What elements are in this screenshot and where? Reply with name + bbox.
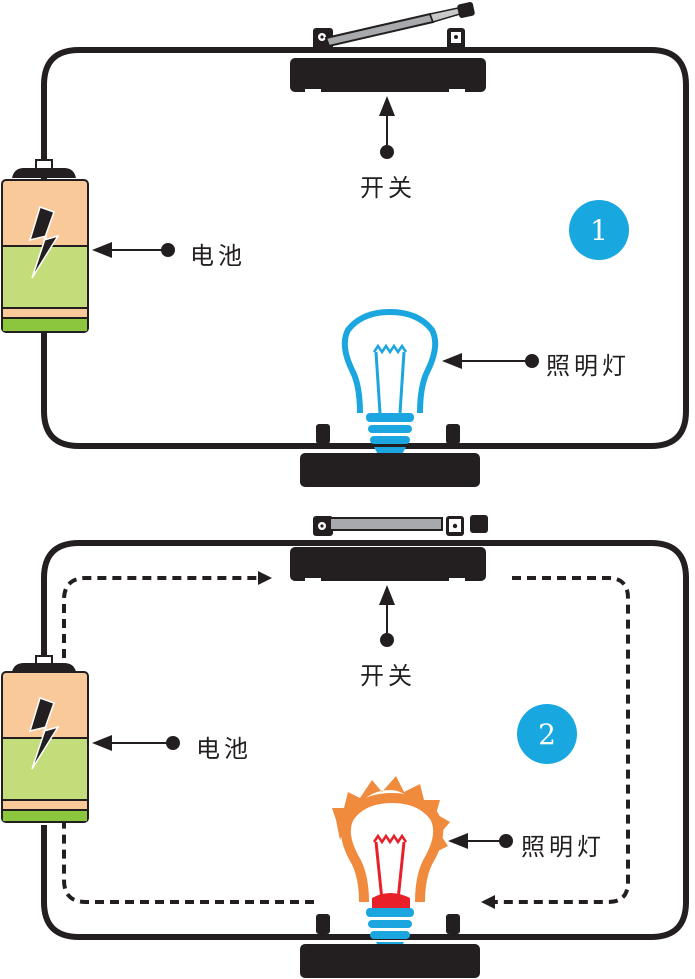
battery-label-2: 电池 <box>196 735 252 763</box>
diagram-badge-2: 2 <box>517 704 577 764</box>
bulb-on <box>332 776 450 954</box>
lamp-label-2: 照明灯 <box>521 833 605 861</box>
wire-loop <box>41 540 689 940</box>
lightning-icon <box>28 697 60 770</box>
battery <box>1 159 89 333</box>
switch-open[interactable] <box>290 1 486 93</box>
lamp-holder <box>300 424 480 487</box>
lamp-holder <box>300 914 480 978</box>
lamp-label-1: 照明灯 <box>546 352 630 380</box>
battery-label-1: 电池 <box>190 242 246 270</box>
lightning-icon <box>28 206 60 279</box>
bulb-off <box>341 308 439 462</box>
battery <box>1 655 89 823</box>
wire-loop <box>41 47 689 449</box>
diagram-2 <box>1 515 689 978</box>
switch-label-1: 开关 <box>360 174 416 202</box>
switch-label-2: 开关 <box>360 662 416 690</box>
switch-closed[interactable] <box>290 515 488 582</box>
diagram-1 <box>1 1 689 487</box>
current-flow-path <box>62 576 630 904</box>
diagram-badge-1: 1 <box>569 200 629 260</box>
